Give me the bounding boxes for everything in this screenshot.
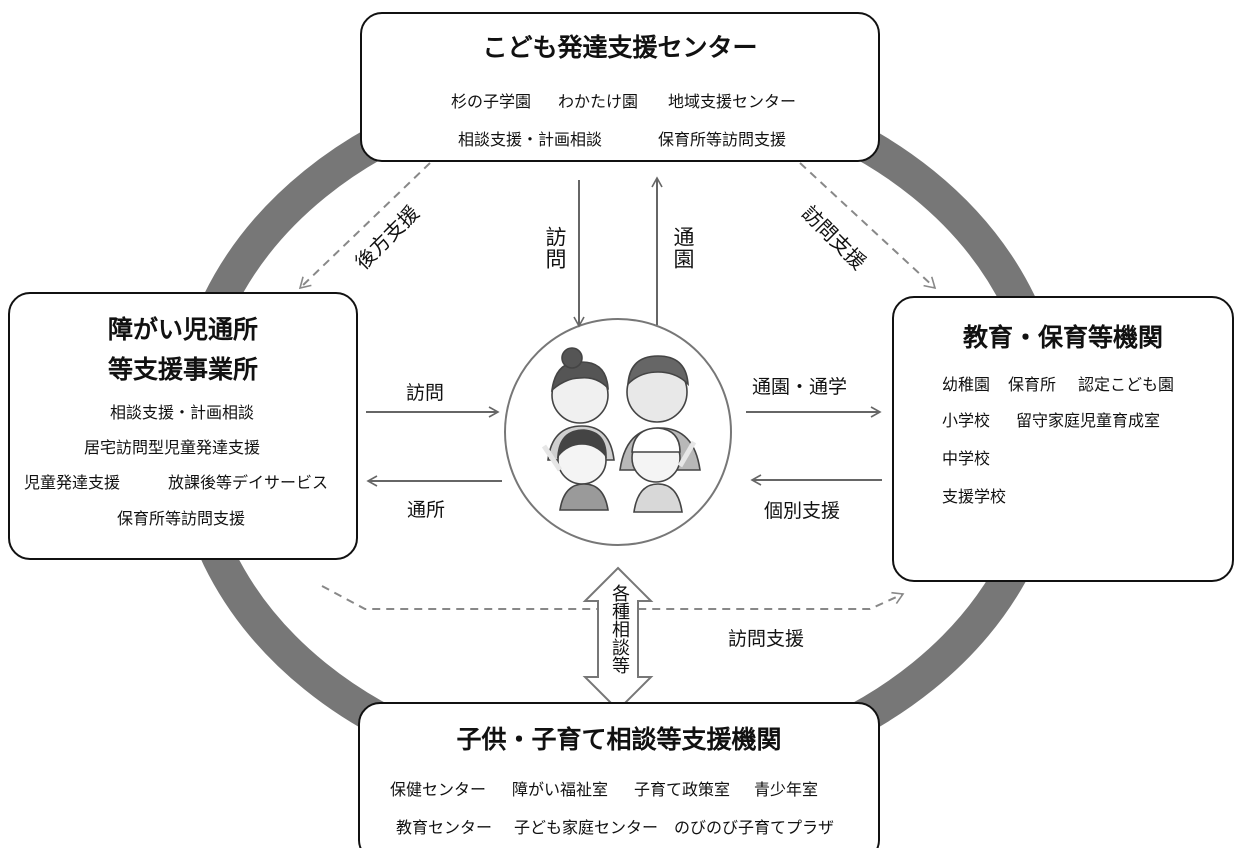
service-name: 居宅訪問型児童発達支援 <box>84 438 261 457</box>
box-title: 教育・保育等機関 <box>962 323 1163 352</box>
agency-name: 保健センター <box>390 780 487 799</box>
label-individual-support: 個別支援 <box>764 500 841 522</box>
arrow-visit-support-diag <box>799 162 937 290</box>
box-title: こども発達支援センター <box>482 33 758 62</box>
label-visit-right: 訪問 <box>406 382 445 404</box>
box-title: 子供・子育て相談等支援機関 <box>456 725 782 754</box>
service-name: 児童発達支援 <box>24 473 121 492</box>
service-name: 相談支援・計画相談 <box>458 130 603 149</box>
center-box-top: こども発達支援センター 杉の子学園 わかたけ園 地域支援センター 相談支援・計画… <box>360 12 880 162</box>
service-name: 保育所等訪問支援 <box>117 509 246 528</box>
service-name: 放課後等デイサービス <box>168 473 329 492</box>
box-title-line1: 障がい児通所 <box>107 315 258 344</box>
label-visit-support-bottom: 訪問支援 <box>728 628 805 650</box>
bottom-box: 子供・子育て相談等支援機関 保健センター 障がい福祉室 子育て政策室 青少年室 … <box>358 702 880 848</box>
box-title-line2: 等支援事業所 <box>107 355 258 384</box>
label-attend-left: 通所 <box>407 499 446 521</box>
label-school-right: 通園・通学 <box>752 376 848 398</box>
org-name: 杉の子学園 <box>451 92 532 111</box>
service-name: 保育所等訪問支援 <box>658 130 787 149</box>
label-consult: 各種相談等 <box>609 584 630 674</box>
org-name: わかたけ園 <box>558 92 639 111</box>
left-box: 障がい児通所 等支援事業所 相談支援・計画相談 居宅訪問型児童発達支援 児童発達… <box>8 292 358 560</box>
right-box: 教育・保育等機関 幼稚園 保育所 認定こども園 小学校 留守家庭児童育成室 中学… <box>892 296 1234 582</box>
agency-name: 教育センター <box>396 818 493 837</box>
org-name: 地域支援センター <box>668 92 797 111</box>
agency-name: 障がい福祉室 <box>512 780 609 799</box>
family-illustration <box>541 347 701 513</box>
arrow-backup-support <box>298 162 431 290</box>
institution-name: 中学校 <box>942 449 991 468</box>
label-attend-up: 通園 <box>671 226 695 270</box>
institution-name: 保育所 <box>1008 375 1057 394</box>
service-name: 相談支援・計画相談 <box>110 403 255 422</box>
institution-name: 小学校 <box>942 411 991 430</box>
agency-name: のびのび子育てプラザ <box>674 818 835 837</box>
institution-name: 留守家庭児童育成室 <box>1016 411 1161 430</box>
family-circle <box>504 318 732 546</box>
agency-name: 青少年室 <box>754 780 819 799</box>
institution-name: 支援学校 <box>942 487 1007 506</box>
institution-name: 幼稚園 <box>942 375 991 394</box>
label-visit-down: 訪問 <box>543 226 567 270</box>
agency-name: 子育て政策室 <box>634 780 731 799</box>
agency-name: 子ども家庭センター <box>514 818 659 837</box>
institution-name: 認定こども園 <box>1078 375 1175 394</box>
